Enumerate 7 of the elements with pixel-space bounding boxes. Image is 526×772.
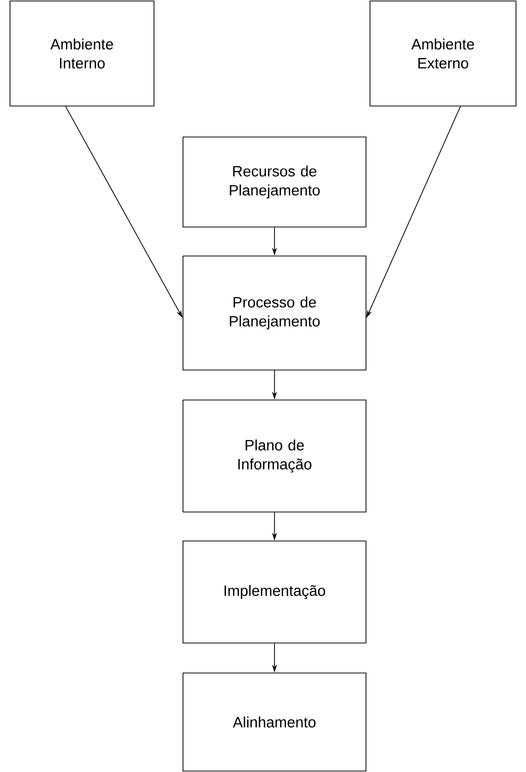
process-box: Plano de Informação <box>182 400 366 512</box>
process-box: Alinhamento <box>182 672 366 772</box>
process-box: Implementação <box>182 540 366 644</box>
process-box: Recursos de Planejamento <box>182 136 366 228</box>
process-box: Processo de Planejamento <box>182 256 366 370</box>
process-box: Ambiente Externo <box>370 0 516 106</box>
process-box: Ambiente Interno <box>10 0 154 106</box>
